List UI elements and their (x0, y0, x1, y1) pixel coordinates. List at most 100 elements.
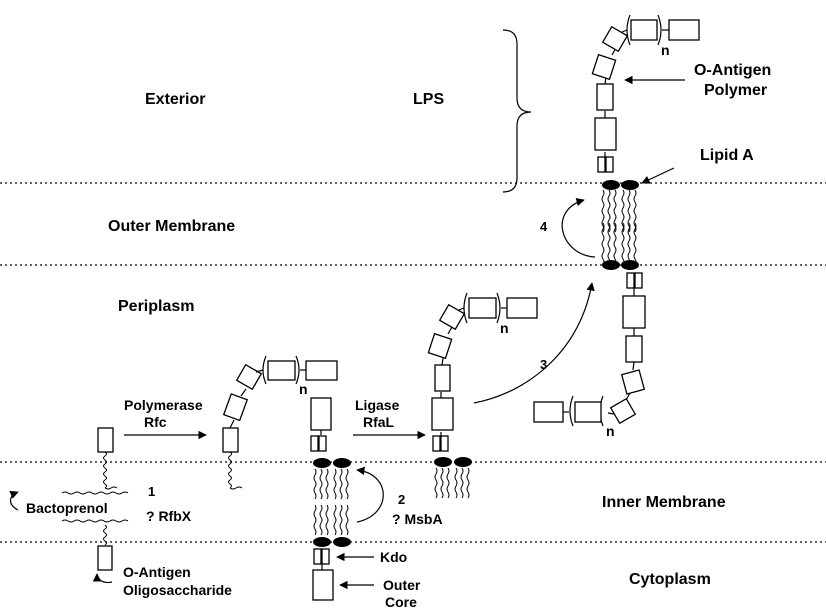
lipid-a-head (602, 260, 620, 270)
kdo-box (314, 549, 321, 564)
bactoprenol-chain (230, 487, 242, 489)
o-antigen-unit-box (534, 402, 563, 422)
kdo-box (322, 549, 329, 564)
o-antigen-unit-box (611, 399, 636, 424)
bactoprenol-cycle-arrow (11, 492, 19, 510)
region-outer-membrane: Outer Membrane (108, 218, 235, 235)
lipid-a-head (621, 180, 639, 190)
lipid-a-head (434, 457, 452, 467)
o-antigen-polymer-label-1: O-Antigen (694, 62, 771, 79)
kdo-box (598, 157, 605, 172)
kdo-box (635, 273, 642, 288)
o-antigen-unit-box (507, 298, 537, 318)
bactoprenol-chain (229, 452, 232, 488)
lipid-a-arrow (642, 168, 674, 183)
repeat-bracket-left (627, 15, 630, 45)
repeat-bracket-right (658, 15, 661, 45)
region-exterior: Exterior (145, 91, 205, 108)
outer-core-box (432, 398, 453, 430)
o-antigen-unit-box (440, 305, 465, 330)
kdo-box (441, 436, 448, 451)
repeat-n-label: n (299, 381, 308, 397)
region-cytoplasm: Cytoplasm (629, 571, 711, 588)
o-antigen-unit-box (622, 370, 645, 394)
lipid-tails (602, 190, 636, 232)
kdo-box (627, 273, 634, 288)
o-antigen-unit-box (428, 334, 451, 359)
ligase-label-1: Ligase (355, 397, 400, 413)
repeat-bracket-left (263, 356, 266, 384)
repeat-unit-box (469, 298, 496, 318)
kdo-box (311, 436, 318, 451)
kdo-box (433, 436, 440, 451)
core-sugar-box (597, 84, 613, 110)
bactoprenol-chain (105, 487, 117, 489)
region-lps: LPS (413, 91, 444, 108)
step-2-label: 2 (398, 492, 405, 507)
repeat-unit-box (575, 402, 601, 422)
step-4-label: 4 (540, 219, 548, 234)
lipid-tails (314, 469, 348, 535)
repeat-bracket-left (464, 293, 467, 323)
repeat-n-label: n (500, 320, 509, 336)
lipid-a-head (621, 260, 639, 270)
repeat-unit-box (631, 20, 657, 40)
outer-core-box (311, 398, 331, 430)
o-antigen-unit-box (224, 394, 247, 420)
o-antigen-unit-box (669, 20, 699, 40)
polymerase-label-2: Rfc (144, 414, 167, 430)
bactoprenol-o-unit (98, 428, 117, 489)
bactoprenol-label: Bactoprenol (26, 500, 108, 516)
lipid-a-head (333, 537, 351, 547)
lipid-a-label: Lipid A (700, 147, 754, 164)
repeat-unit-box (268, 361, 295, 380)
o-antigen-unit-box (603, 27, 628, 52)
repeat-bracket-left (570, 396, 573, 426)
lipid-tails (602, 223, 636, 265)
ligated-lps-molecule: n (428, 293, 537, 498)
o-antigen-unit-box (306, 361, 337, 380)
kdo-box (319, 436, 326, 451)
oligosaccharide-label-1: O-Antigen (123, 564, 191, 580)
outer-core-box (595, 118, 616, 150)
step-1-label: 1 (148, 484, 155, 499)
region-periplasm: Periplasm (118, 298, 194, 315)
outer-core-box (313, 570, 333, 600)
oligosaccharide-label-2: Oligosaccharide (123, 582, 232, 598)
rfbx-label: ? RfbX (146, 508, 192, 524)
polymerase-label-1: Polymerase (124, 397, 203, 413)
ligase-label-2: RfaL (363, 414, 395, 430)
o-antigen-unit-box (98, 428, 113, 452)
lipid-a-head (602, 180, 620, 190)
o-antigen-unit-box (223, 428, 238, 452)
lipid-a-head (454, 457, 472, 467)
arriving-lps-molecule: n (534, 223, 645, 439)
lipid-a-head (333, 458, 351, 468)
step-2-flip-arrow (357, 470, 383, 522)
bactoprenol-chain (62, 492, 128, 494)
o-antigen-polymer-label-2: Polymer (704, 82, 767, 99)
bactoprenol-chain (104, 452, 107, 488)
lipid-a-head (313, 458, 331, 468)
lipid-tails (435, 468, 469, 498)
msba-label: ? MsbA (392, 511, 443, 527)
kdo-box (606, 157, 613, 172)
o-antigen-unit-box (237, 365, 262, 390)
lipid-a-head (313, 537, 331, 547)
outer-core-label-2: Core (385, 594, 417, 610)
region-inner-membrane: Inner Membrane (602, 494, 726, 511)
repeat-n-label: n (606, 423, 615, 439)
outer-core-box (623, 296, 645, 328)
repeat-n-label: n (661, 42, 670, 58)
oligosaccharide-unit-box (98, 546, 112, 570)
step-4-flip-arrow (562, 200, 595, 257)
bactoprenol-chain (62, 520, 128, 522)
step-3-label: 3 (540, 357, 547, 372)
repeat-bracket-right (497, 293, 500, 323)
outer-core-label-1: Outer (383, 577, 421, 593)
kdo-label: Kdo (380, 549, 407, 565)
core-lipid-a-molecule (311, 398, 351, 600)
mature-lps-molecule: n (592, 15, 699, 232)
